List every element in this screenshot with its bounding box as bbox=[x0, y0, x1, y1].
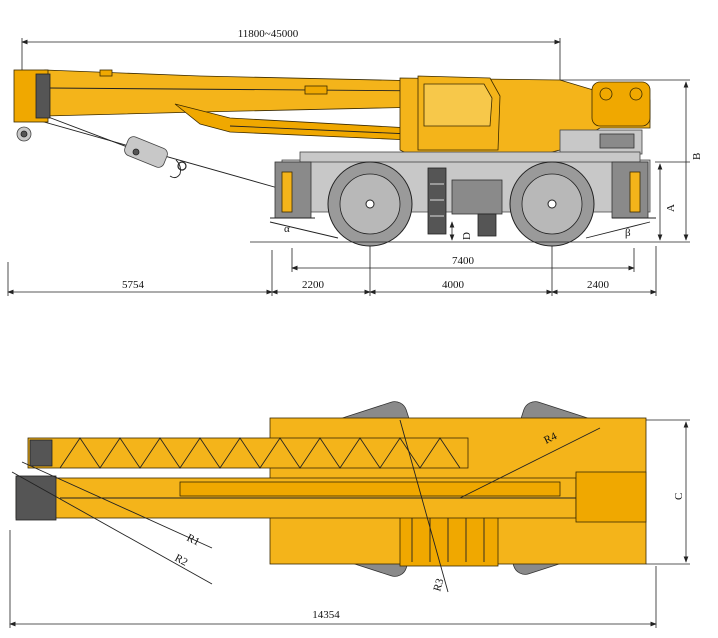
overall-length-label: 14354 bbox=[312, 609, 340, 621]
lattice-jib bbox=[27, 437, 469, 469]
label-d: D bbox=[461, 232, 473, 240]
angle-alpha-label: α bbox=[284, 223, 290, 235]
carrier-chassis bbox=[270, 151, 656, 237]
top-main-boom bbox=[15, 471, 647, 523]
angle-beta-label: β bbox=[625, 227, 631, 239]
radius-r2-line bbox=[11, 471, 213, 585]
top-view: R1 R2 R3 R4 C 14354 bbox=[9, 401, 690, 628]
superstructure bbox=[399, 75, 651, 161]
boom-length-label: 11800~45000 bbox=[238, 28, 299, 40]
top-cab bbox=[575, 471, 647, 523]
front-to-axle-label: 2200 bbox=[302, 279, 325, 291]
fuel-tank bbox=[451, 179, 503, 215]
top-ladder-box bbox=[399, 513, 499, 567]
radius-r1-line bbox=[21, 461, 213, 549]
wheelbase-label: 4000 bbox=[442, 279, 465, 291]
label-c: C bbox=[673, 493, 685, 500]
side-view: 11800~45000 bbox=[7, 28, 703, 296]
rear-wheel bbox=[509, 161, 595, 247]
front-outrigger bbox=[274, 161, 312, 219]
cab-window bbox=[423, 83, 493, 127]
outrigger-span-label: 7400 bbox=[452, 255, 475, 267]
counterweight-leg bbox=[477, 213, 497, 237]
label-a: A bbox=[665, 204, 677, 212]
rear-overhang-label: 5754 bbox=[122, 279, 145, 291]
label-b: B bbox=[691, 153, 703, 160]
approach-angle-line bbox=[269, 221, 339, 239]
radius-r1-label: R1 bbox=[185, 532, 202, 548]
radius-r3-line bbox=[399, 419, 449, 593]
hook-block bbox=[124, 136, 187, 179]
front-wheel bbox=[327, 161, 413, 247]
radius-r3-label: R3 bbox=[431, 577, 446, 593]
radius-r4-line bbox=[459, 427, 601, 499]
departure-angle-line bbox=[585, 221, 651, 239]
radius-r2-label: R2 bbox=[173, 552, 190, 569]
access-ladder bbox=[427, 167, 447, 235]
hoist-rope-2 bbox=[34, 111, 131, 149]
counterweight bbox=[591, 81, 651, 127]
axle-to-rear-label: 2400 bbox=[587, 279, 610, 291]
radius-r4-label: R4 bbox=[542, 430, 559, 447]
